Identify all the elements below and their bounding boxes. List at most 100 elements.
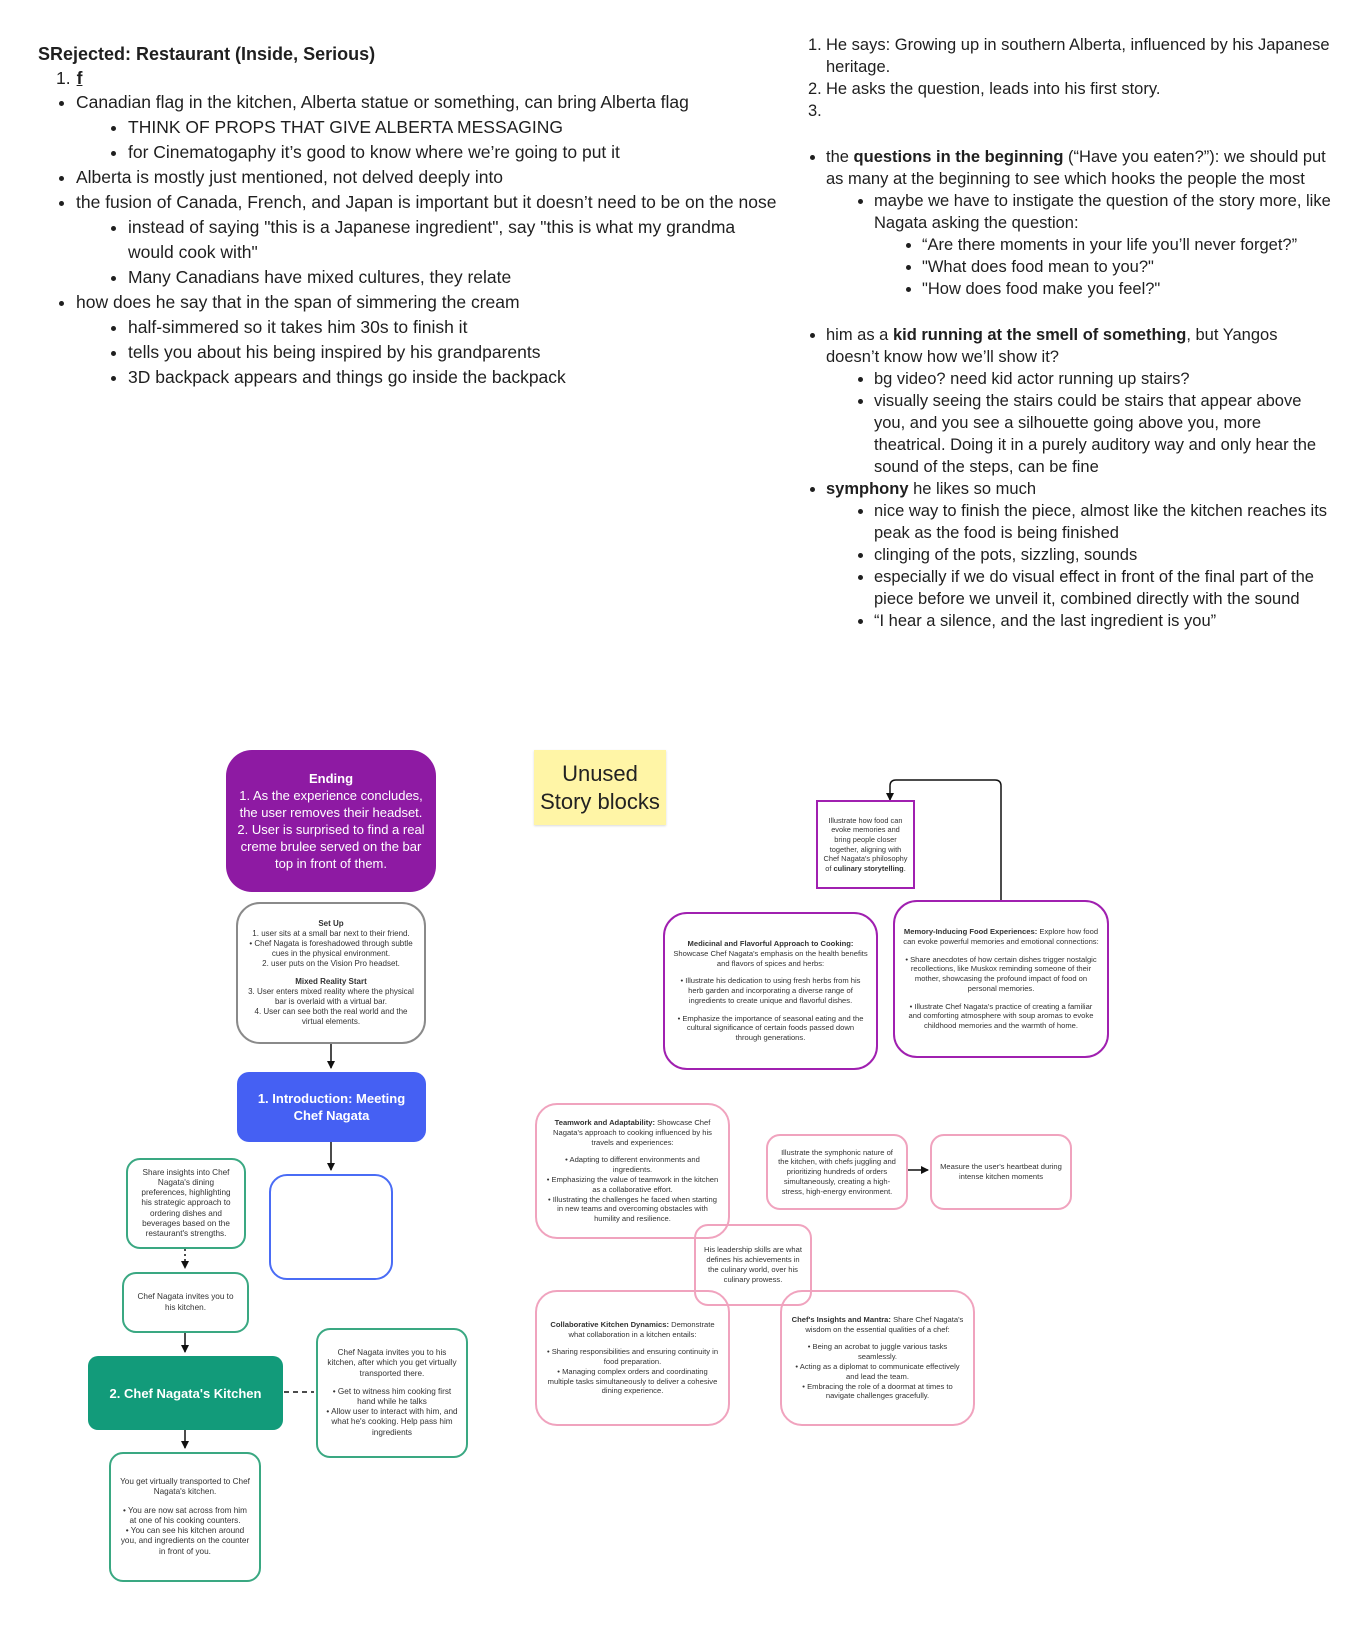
sub-bullet: 3D backpack appears and things go inside… <box>128 365 778 390</box>
symphonic-kitchen-block[interactable]: Illustrate the symphonic nature of the k… <box>766 1134 908 1210</box>
setup-line: 2. user puts on the Vision Pro headset. <box>262 959 400 968</box>
heartbeat-text: Measure the user's heartbeat during inte… <box>940 1162 1062 1181</box>
teamwork-block[interactable]: Teamwork and Adaptability: Showcase Chef… <box>535 1103 730 1239</box>
bullet-text: the fusion of Canada, French, and Japan … <box>76 192 777 212</box>
loop-arrow-memory-to-culinary <box>886 779 1002 900</box>
sub-bullet: bg video? need kid actor running up stai… <box>874 368 1333 390</box>
item-number: 1. <box>808 36 822 54</box>
collab-line: • Sharing responsibilities and ensuring … <box>546 1347 719 1367</box>
mantra-line: • Embracing the role of a doormat at tim… <box>802 1381 953 1401</box>
notes-bullet-list: Canadian flag in the kitchen, Alberta st… <box>38 90 778 390</box>
ending-line: 1. As the experience concludes, the user… <box>239 788 423 820</box>
kitchen-side-block[interactable]: Chef Nagata invites you to his kitchen, … <box>316 1328 468 1458</box>
medicinal-approach-block[interactable]: Medicinal and Flavorful Approach to Cook… <box>663 912 878 1070</box>
sub-bullet: instead of saying "this is a Japanese in… <box>128 215 778 265</box>
teamwork-line: • Illustrating the challenges he faced w… <box>548 1194 717 1224</box>
memory-food-block[interactable]: Memory-Inducing Food Experiences: Explor… <box>893 900 1109 1058</box>
setup-line: 3. User enters mixed reality where the p… <box>248 987 414 1006</box>
sub-bullet: half-simmered so it takes him 30s to fin… <box>128 315 778 340</box>
bullet-questions: the questions in the beginning (“Have yo… <box>826 146 1333 300</box>
sticky-line: Story blocks <box>540 788 660 814</box>
transported-block[interactable]: You get virtually transported to Chef Na… <box>109 1452 261 1582</box>
heartbeat-block[interactable]: Measure the user's heartbeat during inte… <box>930 1134 1072 1210</box>
right-notes: 1.He says: Growing up in southern Albert… <box>808 34 1333 632</box>
mantra-line: • Being an acrobat to juggle various tas… <box>807 1342 948 1362</box>
leadership-block[interactable]: His leadership skills are what defines h… <box>694 1224 812 1306</box>
medicinal-line: • Emphasize the importance of seasonal e… <box>677 1013 864 1043</box>
question-item: "How does food make you feel?" <box>922 278 1333 300</box>
sub-bullet: especially if we do visual effect in fro… <box>874 566 1333 610</box>
right-numbered-list: 1.He says: Growing up in southern Albert… <box>808 34 1333 122</box>
medicinal-line: • Illustrate his dedication to using fre… <box>680 976 861 1005</box>
leadership-text: His leadership skills are what defines h… <box>704 1245 802 1284</box>
setup-block[interactable]: Set Up 1. user sits at a small bar next … <box>236 902 426 1044</box>
intro-block[interactable]: 1. Introduction: Meeting Chef Nagata <box>237 1072 426 1142</box>
transported-line: • You can see his kitchen around you, an… <box>120 1526 250 1556</box>
transported-line: • You are now sat across from him at one… <box>123 1505 247 1525</box>
setup-line: 1. user sits at a small bar next to thei… <box>252 929 410 938</box>
item-text: He says: Growing up in southern Alberta,… <box>826 36 1330 76</box>
setup-line: 4. User can see both the real world and … <box>254 1007 408 1026</box>
numbered-item: 3. <box>808 100 1333 122</box>
bullet-1: Canadian flag in the kitchen, Alberta st… <box>76 90 778 165</box>
kitchen-side-text: Chef Nagata invites you to his kitchen, … <box>327 1348 457 1378</box>
sub-bullet: THINK OF PROPS THAT GIVE ALBERTA MESSAGI… <box>128 115 778 140</box>
unused-sticky-note[interactable]: Unused Story blocks <box>534 750 666 825</box>
item-text: He asks the question, leads into his fir… <box>826 80 1161 98</box>
numbered-item: 1.f <box>56 66 778 90</box>
left-notes: SRejected: Restaurant (Inside, Serious) … <box>38 42 778 390</box>
ending-block[interactable]: Ending 1. As the experience concludes, t… <box>226 750 436 892</box>
teamwork-line: • Adapting to different environments and… <box>565 1155 700 1175</box>
symphonic-text: Illustrate the symphonic nature of the k… <box>778 1147 896 1196</box>
sub-bullet: “I hear a silence, and the last ingredie… <box>874 610 1333 632</box>
sub-bullet: Many Canadians have mixed cultures, they… <box>128 265 778 290</box>
kitchen-side-line: • Allow user to interact with him, and w… <box>326 1407 458 1437</box>
intro-label: 1. Introduction: Meeting Chef Nagata <box>257 1091 406 1123</box>
invites-text: Chef Nagata invites you to his kitchen. <box>137 1292 234 1312</box>
chef-mantra-block[interactable]: Chef's Insights and Mantra: Share Chef N… <box>780 1290 975 1426</box>
teamwork-line: • Emphasizing the value of teamwork in t… <box>546 1175 719 1194</box>
bullet-text: how does he say that in the span of simm… <box>76 292 520 312</box>
kitchen-label: 2. Chef Nagata's Kitchen <box>109 1385 262 1401</box>
item-number: 3. <box>808 102 822 120</box>
bullet-text: Alberta is mostly just mentioned, not de… <box>76 167 504 187</box>
sticky-line: Unused <box>562 760 638 786</box>
item-number: 1. <box>56 68 71 88</box>
memory-line: • Illustrate Chef Nagata's practice of c… <box>908 1001 1094 1031</box>
collab-line: • Managing complex orders and coordinati… <box>547 1366 718 1396</box>
right-bullets-1: the questions in the beginning (“Have yo… <box>808 146 1333 300</box>
insights-block[interactable]: Share insights into Chef Nagata's dining… <box>126 1158 246 1249</box>
sub-bullet: visually seeing the stairs could be stai… <box>874 390 1333 478</box>
numbered-item: 2.He asks the question, leads into his f… <box>808 78 1333 100</box>
memory-line: • Share anecdotes of how certain dishes … <box>905 954 1097 993</box>
bullet-kid: him as a kid running at the smell of som… <box>826 324 1333 478</box>
bullet-3: the fusion of Canada, French, and Japan … <box>76 190 778 290</box>
question-item: "What does food mean to you?" <box>922 256 1333 278</box>
invites-block[interactable]: Chef Nagata invites you to his kitchen. <box>122 1272 249 1333</box>
mantra-line: • Acting as a diplomat to communicate ef… <box>795 1362 960 1381</box>
numbered-item: 1.He says: Growing up in southern Albert… <box>808 34 1333 78</box>
sub-bullet: tells you about his being inspired by hi… <box>128 340 778 365</box>
right-bullets-2: him as a kid running at the smell of som… <box>808 324 1333 632</box>
ending-title: Ending <box>308 771 354 786</box>
sub-bullet: maybe we have to instigate the question … <box>874 190 1333 300</box>
empty-block[interactable] <box>269 1174 393 1280</box>
sub-bullet: nice way to finish the piece, almost lik… <box>874 500 1333 544</box>
bullet-4: how does he say that in the span of simm… <box>76 290 778 390</box>
kitchen-side-line: • Get to witness him cooking first hand … <box>332 1386 452 1406</box>
setup-title: Set Up <box>318 919 344 928</box>
transported-text: You get virtually transported to Chef Na… <box>120 1477 250 1497</box>
ending-line: 2. User is surprised to find a real crem… <box>237 822 425 871</box>
item-number: 2. <box>808 80 822 98</box>
culinary-storytelling-block[interactable]: Illustrate how food can evoke memories a… <box>816 800 915 889</box>
item-text: f <box>76 68 83 88</box>
bullet-2: Alberta is mostly just mentioned, not de… <box>76 165 778 190</box>
sub-bullet: for Cinematogaphy it’s good to know wher… <box>128 140 778 165</box>
sub-bullet: clinging of the pots, sizzling, sounds <box>874 544 1333 566</box>
mixed-reality-title: Mixed Reality Start <box>295 977 367 986</box>
collaborative-kitchen-block[interactable]: Collaborative Kitchen Dynamics: Demonstr… <box>535 1290 730 1426</box>
bullet-symphony: symphony he likes so much nice way to fi… <box>826 478 1333 632</box>
kitchen-block[interactable]: 2. Chef Nagata's Kitchen <box>88 1356 283 1430</box>
question-item: “Are there moments in your life you’ll n… <box>922 234 1333 256</box>
